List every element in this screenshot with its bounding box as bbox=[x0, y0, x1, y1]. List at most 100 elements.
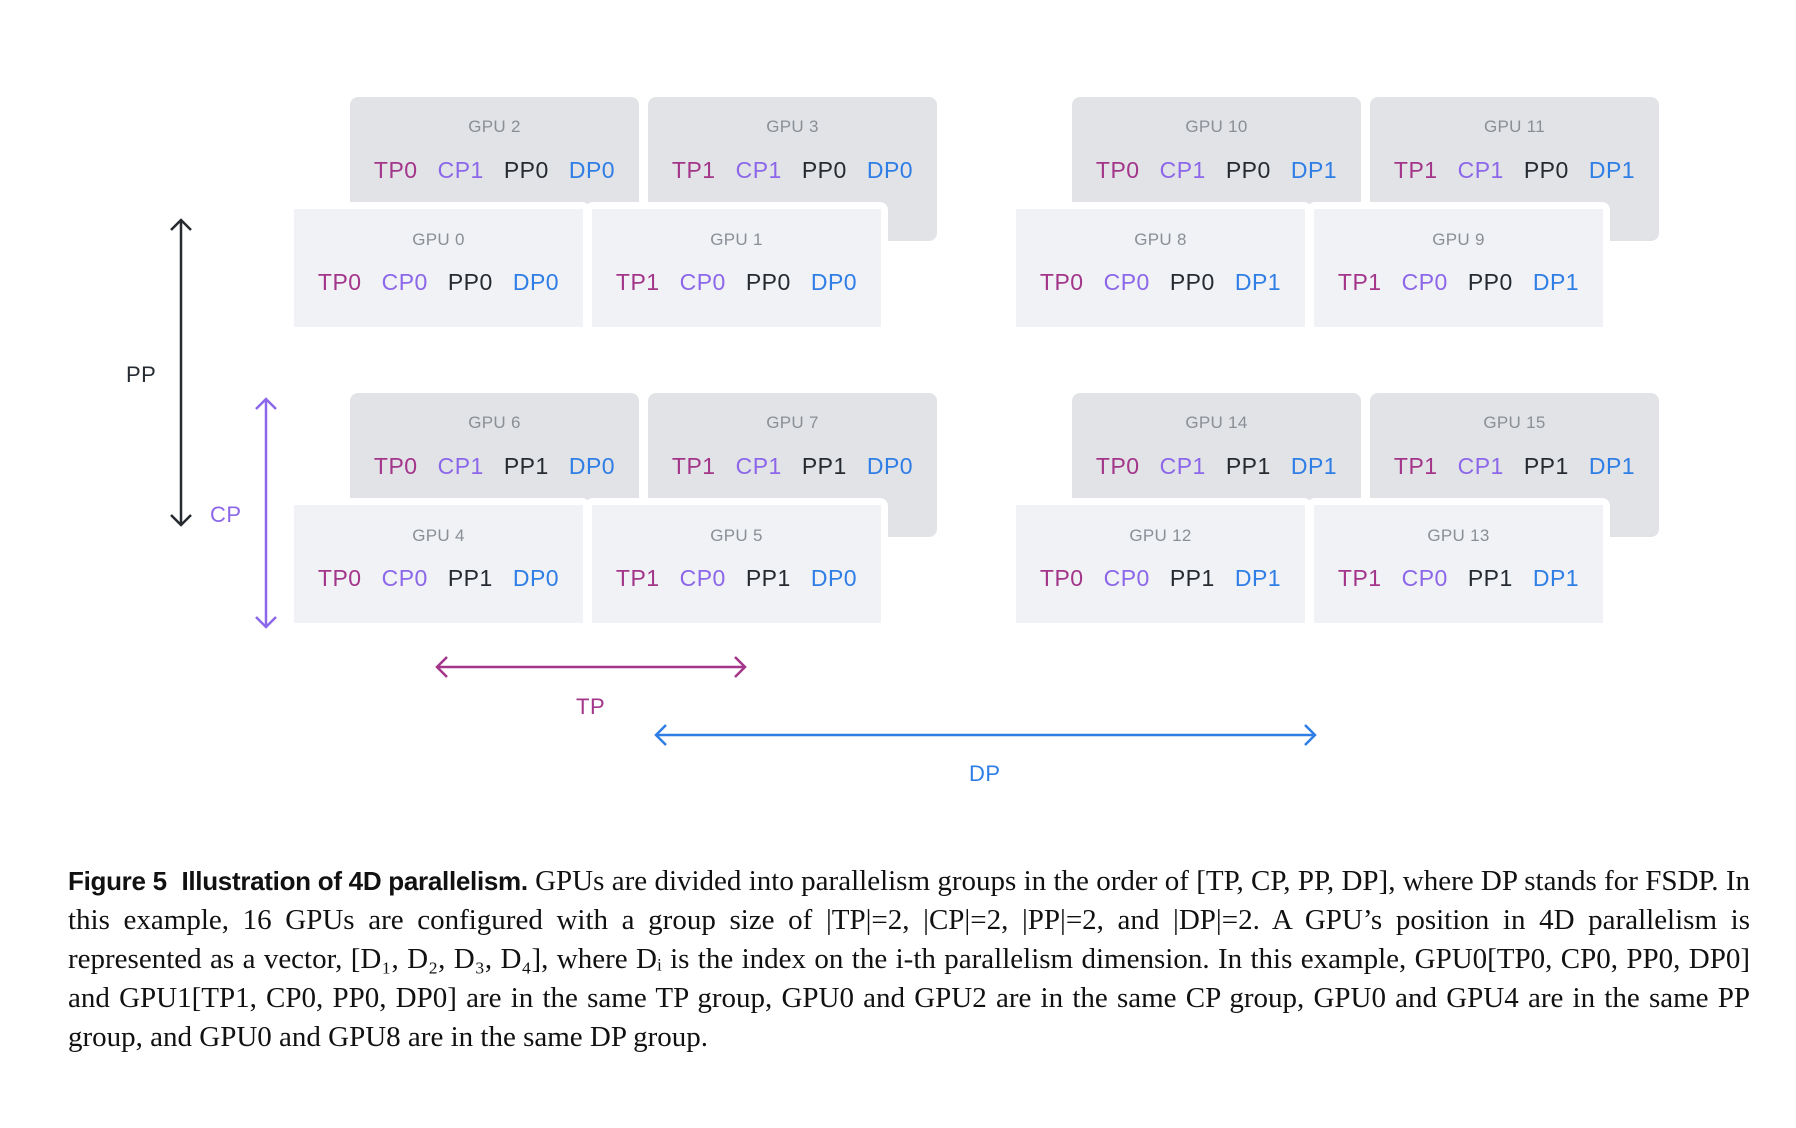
dp-rank: DP0 bbox=[866, 453, 914, 479]
tp-rank: TP1 bbox=[1393, 453, 1438, 479]
gpu-card-title: GPU 8 bbox=[1134, 230, 1187, 249]
gpu-card-title: GPU 11 bbox=[1483, 117, 1545, 136]
figure-caption: Figure 5 Illustration of 4D parallelism.… bbox=[68, 862, 1750, 1057]
gpu-card-title: GPU 10 bbox=[1185, 117, 1248, 136]
gpu-card-title: GPU 13 bbox=[1427, 526, 1490, 545]
tp-rank: TP1 bbox=[671, 157, 716, 183]
pp-rank: PP0 bbox=[745, 269, 791, 295]
dp-rank: DP0 bbox=[512, 565, 560, 591]
cp-rank: CP0 bbox=[679, 565, 726, 591]
cp-rank: CP1 bbox=[1457, 453, 1504, 479]
cp-rank: CP1 bbox=[735, 453, 782, 479]
pp-rank: PP1 bbox=[503, 453, 549, 479]
dp-rank: DP1 bbox=[1234, 565, 1282, 591]
cp-rank: CP1 bbox=[437, 157, 484, 183]
dp-rank: DP0 bbox=[866, 157, 914, 183]
gpu-card-title: GPU 14 bbox=[1185, 413, 1248, 432]
pp-rank: PP1 bbox=[447, 565, 493, 591]
cp-rank: CP1 bbox=[1159, 157, 1206, 183]
pp-rank: PP1 bbox=[745, 565, 791, 591]
tp-rank: TP1 bbox=[615, 565, 660, 591]
dp-rank: DP1 bbox=[1532, 269, 1580, 295]
gpu-card-title: GPU 2 bbox=[468, 117, 521, 136]
gpu-card-title: GPU 4 bbox=[412, 526, 465, 545]
gpu-card-title: GPU 0 bbox=[412, 230, 465, 249]
tp-rank: TP0 bbox=[1095, 157, 1140, 183]
dp-rank: DP0 bbox=[810, 565, 858, 591]
pp-rank: PP0 bbox=[1225, 157, 1271, 183]
cp-rank: CP1 bbox=[735, 157, 782, 183]
cp-rank: CP0 bbox=[1401, 565, 1448, 591]
dp-rank: DP1 bbox=[1290, 453, 1338, 479]
tp-rank: TP0 bbox=[1095, 453, 1140, 479]
pp-rank: PP0 bbox=[1467, 269, 1513, 295]
tp-rank: TP0 bbox=[317, 269, 362, 295]
pp-rank: PP0 bbox=[1169, 269, 1215, 295]
dp-arrow bbox=[654, 724, 1317, 746]
figure-title: Illustration of 4D parallelism. bbox=[181, 866, 528, 896]
cp-rank: CP0 bbox=[381, 565, 428, 591]
tp-rank: TP1 bbox=[1393, 157, 1438, 183]
tp-rank: TP1 bbox=[615, 269, 660, 295]
cp-rank: CP1 bbox=[1457, 157, 1504, 183]
pp-rank: PP0 bbox=[801, 157, 847, 183]
cp-rank: CP0 bbox=[381, 269, 428, 295]
gpu-card-ranks: TP1 CP0 PP1 DP0 bbox=[592, 565, 881, 592]
dp-rank: DP0 bbox=[568, 157, 616, 183]
gpu-card-ranks: TP0 CP1 PP0 DP1 bbox=[1072, 157, 1361, 184]
caption-text: GPUs are divided into parallelism groups… bbox=[68, 865, 1751, 1053]
cp-rank: CP0 bbox=[679, 269, 726, 295]
dp-rank: DP1 bbox=[1588, 453, 1636, 479]
gpu-card-title: GPU 15 bbox=[1483, 413, 1546, 432]
gpu-card-title: GPU 5 bbox=[710, 526, 763, 545]
pp-rank: PP1 bbox=[1169, 565, 1215, 591]
tp-arrow bbox=[435, 656, 747, 678]
gpu-card: GPU 5 TP1 CP0 PP1 DP0 bbox=[585, 498, 888, 630]
tp-rank: TP1 bbox=[1337, 269, 1382, 295]
cp-rank: CP0 bbox=[1401, 269, 1448, 295]
tp-rank: TP0 bbox=[373, 453, 418, 479]
gpu-card-title: GPU 9 bbox=[1432, 230, 1485, 249]
pp-rank: PP0 bbox=[447, 269, 493, 295]
gpu-card-title: GPU 3 bbox=[766, 117, 819, 136]
cp-arrow bbox=[255, 397, 277, 629]
dp-rank: DP1 bbox=[1588, 157, 1636, 183]
pp-rank: PP0 bbox=[1523, 157, 1569, 183]
axis-arrows bbox=[170, 218, 1317, 746]
gpu-card-ranks: TP1 CP1 PP0 DP0 bbox=[648, 157, 937, 184]
tp-axis-label: TP bbox=[576, 694, 606, 719]
cp-axis-label: CP bbox=[210, 502, 242, 527]
gpu-card-title: GPU 7 bbox=[766, 413, 819, 432]
dp-rank: DP0 bbox=[512, 269, 560, 295]
figure-number: Figure 5 bbox=[68, 866, 167, 896]
dp-rank: DP1 bbox=[1234, 269, 1282, 295]
gpu-card-ranks: TP1 CP0 PP0 DP1 bbox=[1314, 269, 1603, 296]
tp-rank: TP1 bbox=[1337, 565, 1382, 591]
dp-rank: DP1 bbox=[1532, 565, 1580, 591]
gpu-card-ranks: TP1 CP1 PP0 DP1 bbox=[1370, 157, 1659, 184]
dp-rank: DP1 bbox=[1290, 157, 1338, 183]
gpu-card-title: GPU 6 bbox=[468, 413, 521, 432]
tp-rank: TP0 bbox=[1039, 565, 1084, 591]
pp-axis-label: PP bbox=[126, 362, 157, 387]
cp-rank: CP1 bbox=[437, 453, 484, 479]
gpu-card-ranks: TP1 CP0 PP0 DP0 bbox=[592, 269, 881, 296]
gpu-card: GPU 0 TP0 CP0 PP0 DP0 bbox=[287, 202, 590, 334]
tp-rank: TP1 bbox=[671, 453, 716, 479]
pp-rank: PP1 bbox=[1523, 453, 1569, 479]
tp-rank: TP0 bbox=[1039, 269, 1084, 295]
dp-rank: DP0 bbox=[810, 269, 858, 295]
